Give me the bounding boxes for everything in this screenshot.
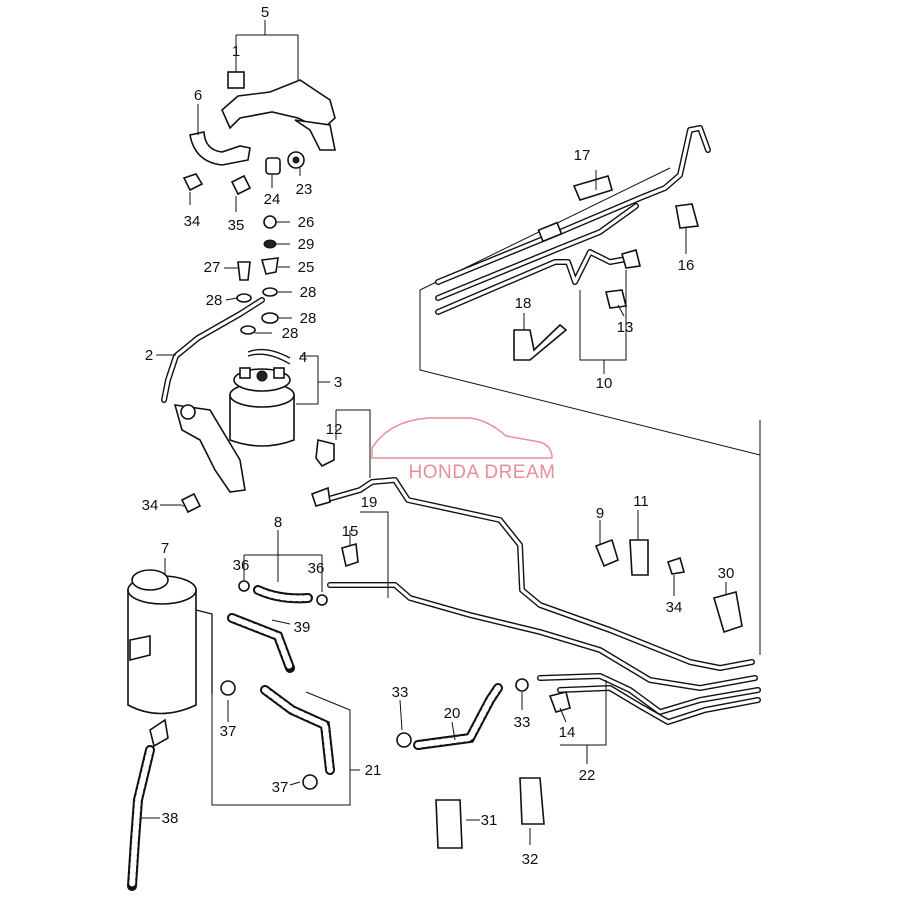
callout-1: 1 [232,43,240,60]
clamp-part-36b [316,594,328,606]
callout-6: 6 [194,87,202,104]
callout-28-c: 28 [300,310,317,327]
bolt-part-34-top [182,173,204,192]
watermark-text: HONDA DREAM [409,462,556,483]
bolt-part-35 [230,174,252,196]
callout-16: 16 [678,257,695,274]
callout-28-a: 28 [300,284,317,301]
callout-2: 2 [145,347,153,364]
joint-part-12 [315,439,335,468]
callout-15: 15 [342,523,359,540]
callout-numbers: 5 1 6 34 35 24 23 26 29 25 27 28 28 28 2… [142,4,735,868]
clip-part-13 [605,289,627,309]
callout-35: 35 [228,217,245,234]
callout-13: 13 [617,319,634,336]
callout-20: 20 [444,705,461,722]
filter-bracket-assembly [189,71,336,175]
callout-34-left: 34 [142,497,159,514]
callout-27: 27 [204,259,221,276]
canister-part-7 [127,569,213,748]
clip-part-9 [594,538,619,568]
hose-clamps [220,580,529,790]
watermark: HONDA DREAM [371,417,556,483]
callout-34-right: 34 [666,599,683,616]
washer-part-28c [261,312,279,324]
callout-17: 17 [574,147,591,164]
fuel-pipe-part-2 [161,297,265,403]
assembly-frame-lines [419,167,761,655]
callout-28-d: 28 [282,325,299,342]
callout-21: 21 [365,762,382,779]
bolt-part-26 [263,215,277,229]
callout-9: 9 [596,505,604,522]
main-fuel-lines [322,477,761,725]
hose-part-21 [260,685,335,775]
callout-4: 4 [299,349,307,366]
clip-part-15 [341,542,359,568]
clamp-part-33a [396,732,412,748]
callout-37-b: 37 [272,779,289,796]
callout-33-a: 33 [392,684,409,701]
callout-3: 3 [334,374,342,391]
car-silhouette-icon [371,417,553,459]
callout-22: 22 [579,767,596,784]
washer-part-28a [236,293,252,303]
callout-33-b: 33 [514,714,531,731]
clip-part-1 [227,71,245,89]
clip-part-14 [548,691,571,713]
fittings [310,175,743,849]
clip-part-17 [572,175,613,201]
callout-31: 31 [481,812,498,829]
callout-12: 12 [326,421,343,438]
callout-36-b: 36 [308,560,325,577]
leader-lines [140,20,727,845]
callout-11: 11 [633,493,649,510]
clamp-part-37a [220,680,236,696]
washer-part-28b [262,287,278,297]
bolts-and-washers [182,173,279,335]
callout-19: 19 [361,494,378,511]
bolt-part-27 [237,261,251,281]
clamp-part-37b [302,774,318,790]
collar-part-24 [265,157,281,175]
callout-10: 10 [596,375,613,392]
callout-36-a: 36 [233,557,250,574]
callout-28-b: 28 [206,292,223,309]
callout-29: 29 [298,236,315,253]
bracket-part-18 [513,323,568,361]
callout-30: 30 [718,565,735,582]
callout-24: 24 [264,191,281,208]
clamp-part-32 [519,777,545,825]
callout-26: 26 [298,214,315,231]
fuel-filter-part-3 [173,348,295,493]
bolt-part-34-right [666,556,686,575]
clamp-part-36a [238,580,250,592]
callout-5: 5 [261,4,269,21]
callout-25: 25 [298,259,315,276]
callout-23: 23 [296,181,313,198]
bolt-part-34-left [180,492,202,514]
upper-pipe-bundle [435,125,711,315]
callout-34-top: 34 [184,213,201,230]
clamp-part-31 [435,799,463,849]
callout-14: 14 [559,724,576,741]
band-part-6 [189,131,251,166]
callout-38: 38 [162,810,179,827]
banjo-bolt-part-25 [260,257,279,275]
callout-8: 8 [274,514,282,531]
callout-7: 7 [161,540,169,557]
callout-32: 32 [522,851,539,868]
clamp-part-33b [515,678,529,692]
bracket-part-11 [629,539,649,576]
hoses [127,585,503,891]
clip-part-16 [675,203,700,229]
callout-39: 39 [294,619,311,636]
washer-part-28d [240,325,256,335]
washer-part-29 [263,239,277,249]
callout-18: 18 [515,295,532,312]
clip-part-30 [713,590,743,634]
callout-37-a: 37 [220,723,237,740]
